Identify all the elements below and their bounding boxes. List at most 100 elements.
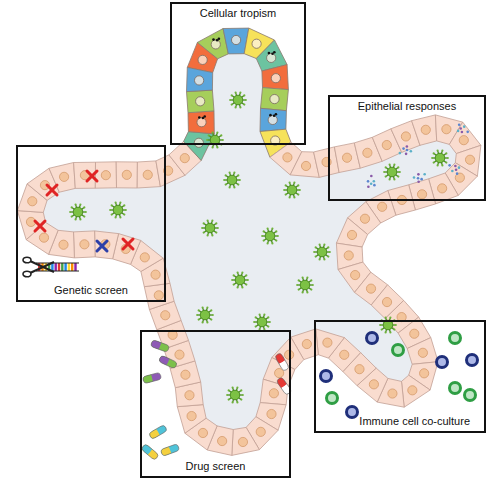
virus-spike-tip (210, 309, 212, 311)
virus-spike-tip (275, 230, 277, 232)
capsule-outline (141, 444, 159, 461)
virus-spike-tip (285, 193, 287, 195)
scissor-handle (23, 257, 31, 263)
epithelial-cell (144, 283, 174, 309)
virus-spike-tip (441, 164, 443, 166)
inset-box: Epithelial responses (328, 95, 486, 201)
cell-nucleus (231, 35, 240, 44)
virus-inclusion (203, 115, 206, 118)
cell-nucleus (59, 240, 68, 249)
virus-particle (296, 276, 314, 293)
immune-cell (437, 357, 448, 368)
cell-nucleus (252, 39, 261, 48)
virus-spike-tip (271, 227, 273, 229)
tropism-cell (188, 111, 214, 134)
dna-base-pair (68, 263, 70, 271)
virus-spike-tip (397, 175, 399, 177)
virus-spike-tip (263, 230, 265, 232)
secreted-factor (448, 164, 451, 167)
virus-spike-tip (114, 216, 116, 218)
cell-nucleus (151, 270, 160, 279)
virus-spike-tip (206, 219, 208, 221)
capsule-half (142, 375, 153, 384)
virus-spike-tip (261, 235, 263, 237)
virus-particle (261, 227, 279, 244)
virus-capsid (235, 275, 245, 285)
cell-nucleus (342, 153, 351, 162)
capsule-half (147, 375, 153, 383)
virus-spike-tip (71, 206, 73, 208)
cell-nucleus (442, 125, 451, 134)
capsule-half (160, 447, 171, 457)
virus-spike-tip (236, 271, 238, 273)
virus-particle (283, 181, 301, 198)
cell-nucleus (140, 253, 149, 262)
virus-spike-tip (288, 181, 290, 183)
virus-spike-tip (313, 251, 315, 253)
virus-spike-tip (383, 171, 385, 173)
inset-title: Drug screen (142, 457, 289, 476)
cell-nucleus (196, 97, 205, 106)
knockout-mark (35, 221, 45, 231)
inset-box: Cellular tropism (170, 2, 306, 145)
virus-spike-tip (389, 331, 391, 333)
inset-title: Genetic screen (18, 281, 164, 300)
virus-spike-tip (225, 174, 227, 176)
epithelial-cell (232, 427, 260, 455)
cell-nucleus (101, 171, 110, 180)
knockout-stroke (35, 221, 45, 231)
virus-spike-tip (215, 222, 217, 224)
cell-nucleus (382, 140, 391, 149)
virus-spike-tip (212, 314, 214, 316)
cell-nucleus (187, 411, 196, 420)
epithelium (17, 28, 481, 455)
virus-spike-tip (312, 284, 314, 286)
secreted-factor (457, 130, 460, 133)
virus-spike-tip (74, 218, 76, 220)
virus-spike-tip (240, 398, 242, 400)
inset-title: Epithelial responses (330, 97, 484, 116)
virus-spike-tip (216, 146, 218, 148)
virus-capsid (200, 310, 210, 320)
virus-spike-tip (111, 204, 113, 206)
knockout-mark (123, 239, 133, 249)
cell-nucleus (238, 437, 247, 446)
virus-spike-tip (234, 91, 236, 93)
knockout-stroke (123, 239, 133, 249)
capsule-outline (158, 355, 177, 369)
immune-cell (450, 383, 461, 394)
cell-nucleus (122, 170, 131, 179)
immune-cell-body (450, 333, 461, 344)
immune-cell-body (465, 390, 476, 401)
virus-spike-tip (119, 216, 121, 218)
virus-inclusion (268, 52, 271, 55)
virus-spike-tip (79, 203, 81, 205)
virus-particle (109, 201, 127, 218)
virus-spike-tip (237, 174, 239, 176)
virus-spike-tip (384, 316, 386, 318)
drug-capsule (158, 355, 177, 369)
cell-nucleus (363, 148, 372, 157)
immune-cell (450, 333, 461, 344)
immune-cell (347, 407, 358, 418)
virus-spike-tip (318, 258, 320, 260)
virus-spike-tip (85, 211, 87, 213)
cell-nucleus (340, 350, 349, 359)
secreted-factor (458, 166, 461, 169)
immune-cell-body (437, 357, 448, 368)
virus-spike-tip (397, 166, 399, 168)
cell-nucleus (154, 291, 163, 300)
virus-spike-tip (211, 146, 213, 148)
virus-spike-tip (211, 219, 213, 221)
virus-capsid (435, 153, 445, 163)
cell-nucleus (271, 74, 280, 83)
virus-spike-tip (253, 321, 255, 323)
virus-particle (383, 163, 401, 180)
virus-spike-tip (263, 239, 265, 241)
virus-spike-tip (228, 186, 230, 188)
dna-base-pair (58, 263, 60, 271)
knockout-mark (47, 185, 57, 195)
virus-inclusion (212, 38, 215, 41)
virus-spike-tip (296, 284, 298, 286)
immune-cell-body (467, 355, 478, 366)
